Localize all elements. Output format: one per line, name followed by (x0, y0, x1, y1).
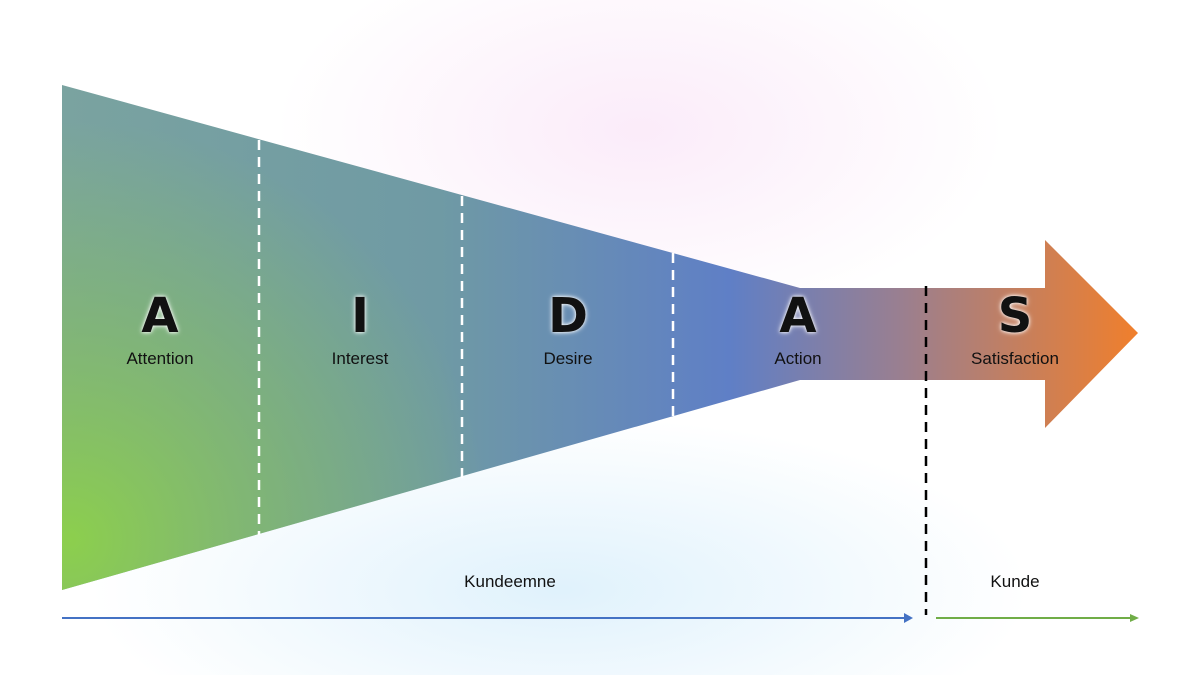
stage-name-action: Action (774, 349, 822, 368)
stage-name-desire: Desire (543, 349, 593, 368)
stage-letter-attention: A (141, 288, 179, 344)
stage-name-attention: Attention (126, 349, 194, 368)
stage-letter-interest: I (351, 288, 369, 344)
stage-letter-action: A (779, 288, 817, 344)
stage-name-interest: Interest (331, 349, 389, 368)
stage-name-satisfaction: Satisfaction (971, 349, 1059, 368)
prospect-label: Kundeemne (464, 572, 556, 591)
customer-label: Kunde (990, 572, 1040, 591)
prospect-arrow-head (904, 613, 913, 623)
stage-letter-desire: D (548, 288, 588, 344)
stage-letter-satisfaction: S (997, 288, 1033, 344)
customer-arrow-head (1130, 614, 1139, 622)
